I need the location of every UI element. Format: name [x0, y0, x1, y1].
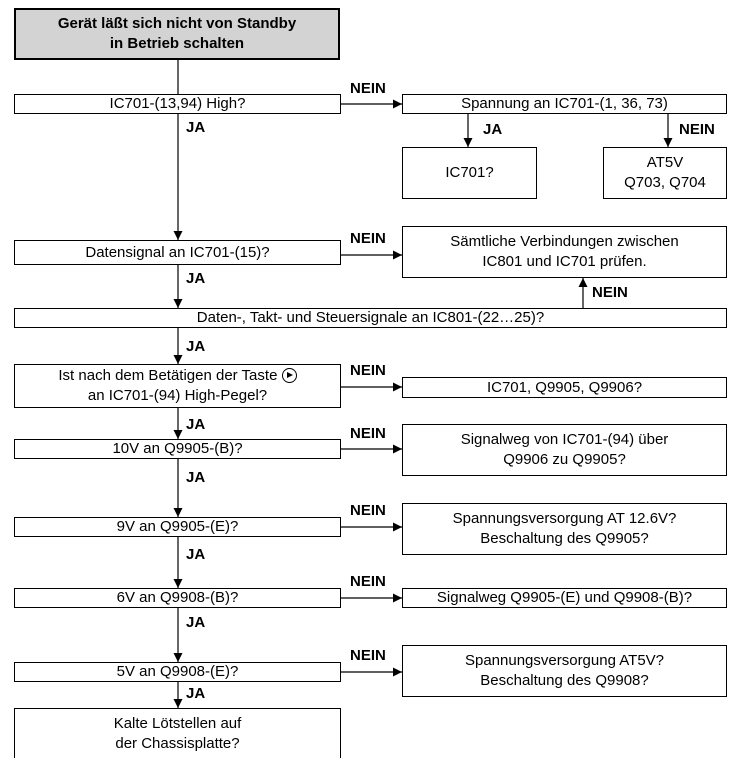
label-no: NEIN — [350, 573, 386, 590]
result-spannung-at126: Spannungsversorgung AT 12.6V? Beschaltun… — [402, 503, 727, 555]
label-yes: JA — [186, 416, 206, 433]
label-yes: JA — [483, 121, 503, 138]
start-line-2: in Betrieb schalten — [109, 35, 245, 52]
result-spannung-at5v: Spannungsversorgung AT5V? Beschaltung de… — [402, 645, 727, 697]
q-5v: 5V an Q9908-(E)? — [14, 662, 341, 682]
label-no: NEIN — [679, 121, 715, 138]
q-datensignal: Datensignal an IC701-(15)? — [14, 240, 341, 265]
q-ic701-high: IC701-(13,94) High? — [14, 94, 341, 114]
label-no: NEIN — [350, 362, 386, 379]
label-no: NEIN — [350, 647, 386, 664]
q-daten-takt: Daten-, Takt- und Steuersignale an IC801… — [14, 308, 727, 328]
start-line-1: Gerät läßt sich nicht von Standby — [57, 15, 297, 32]
label-yes: JA — [186, 614, 206, 631]
label-no: NEIN — [350, 80, 386, 97]
label-no: NEIN — [350, 425, 386, 442]
label-yes: JA — [186, 338, 206, 355]
result-ic701-q9905: IC701, Q9905, Q9906? — [402, 377, 727, 398]
result-verbindungen: Sämtliche Verbindungen zwischen IC801 un… — [402, 226, 727, 278]
q-10v: 10V an Q9905-(B)? — [14, 439, 341, 459]
label-yes: JA — [186, 119, 206, 136]
label-no: NEIN — [350, 230, 386, 247]
label-yes: JA — [186, 469, 206, 486]
result-signalweg-94: Signalweg von IC701-(94) über Q9906 zu Q… — [402, 424, 727, 476]
result-at5v: AT5V Q703, Q704 — [603, 147, 727, 199]
result-kalte-loetstellen: Kalte Lötstellen auf der Chassisplatte? — [14, 708, 341, 758]
q-spannung-ic701: Spannung an IC701-(1, 36, 73) — [402, 94, 727, 114]
label-yes: JA — [186, 685, 206, 702]
label-yes: JA — [186, 546, 206, 563]
label-no: NEIN — [592, 284, 628, 301]
q-9v: 9V an Q9905-(E)? — [14, 517, 341, 537]
label-yes: JA — [186, 270, 206, 287]
q-taste: Ist nach dem Betätigen der Taste an IC70… — [14, 364, 341, 408]
result-ic701: IC701? — [402, 147, 537, 199]
play-button-icon — [281, 368, 297, 383]
result-signalweg-q9905: Signalweg Q9905-(E) und Q9908-(B)? — [402, 588, 727, 608]
q-6v: 6V an Q9908-(B)? — [14, 588, 341, 608]
start-box: Gerät läßt sich nicht von Standby in Bet… — [14, 8, 340, 60]
label-no: NEIN — [350, 502, 386, 519]
